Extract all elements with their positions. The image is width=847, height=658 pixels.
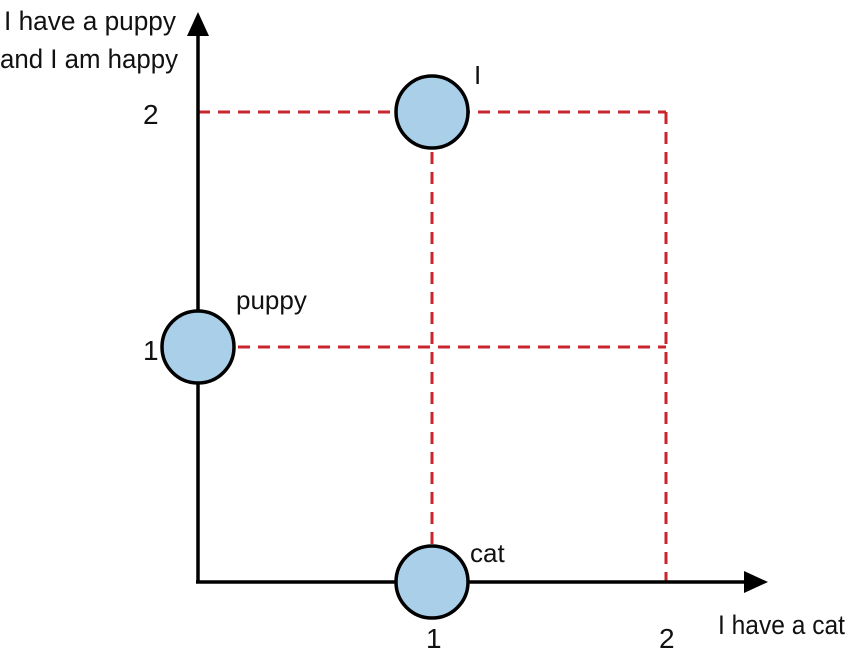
y-axis-title-line2: and I am happy bbox=[0, 44, 178, 74]
point-label-i: I bbox=[474, 60, 481, 90]
y-tick-1: 1 bbox=[143, 335, 159, 366]
guide-lines bbox=[198, 110, 668, 582]
x-tick-1: 1 bbox=[426, 623, 442, 654]
points-group: cat puppy I bbox=[160, 60, 505, 620]
point-puppy bbox=[160, 309, 236, 385]
x-axis-title: I have a cat bbox=[718, 610, 845, 640]
x-axis-arrow-icon bbox=[744, 571, 768, 593]
y-axis-arrow-icon bbox=[187, 12, 209, 36]
x-tick-2: 2 bbox=[659, 623, 675, 654]
point-label-puppy: puppy bbox=[236, 285, 307, 315]
point-i bbox=[394, 74, 470, 150]
point-cat bbox=[394, 544, 470, 620]
y-axis-title-line1: I have a puppy bbox=[4, 6, 176, 36]
point-label-cat: cat bbox=[470, 538, 505, 568]
y-tick-2: 2 bbox=[143, 99, 159, 130]
